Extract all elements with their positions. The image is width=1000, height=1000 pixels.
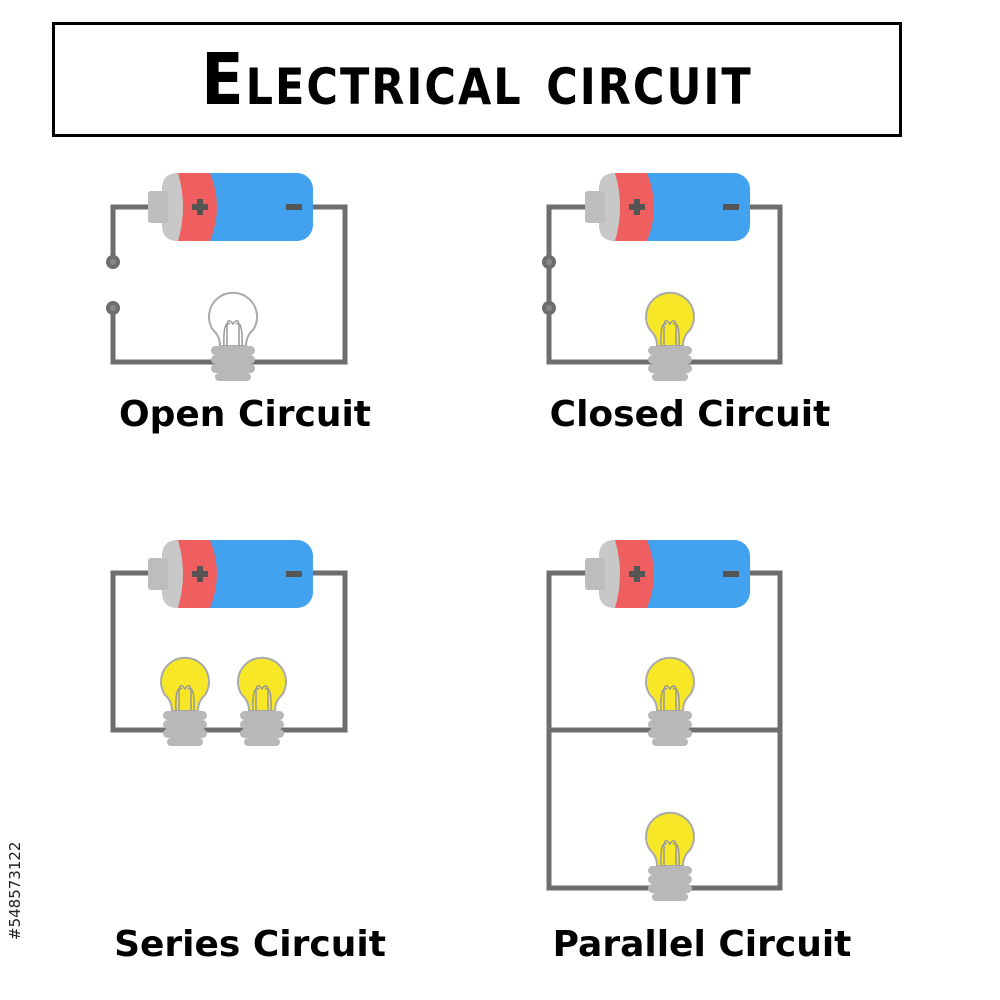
lit-bulb-icon xyxy=(237,656,287,746)
lit-bulb-icon xyxy=(645,656,695,746)
wire-open-circuit xyxy=(110,204,348,365)
switch-terminal-center xyxy=(110,305,116,311)
bulb-base xyxy=(648,866,692,901)
bulb-base xyxy=(648,346,692,381)
label-closed-circuit: Closed Circuit xyxy=(549,394,831,435)
label-parallel-circuit: Parallel Circuit xyxy=(552,924,852,965)
bulb-filament xyxy=(175,685,195,712)
bulb-filament xyxy=(660,685,680,712)
switch-terminal-center xyxy=(110,259,116,265)
switch-terminal-center xyxy=(546,259,552,265)
bulb-base xyxy=(211,346,255,381)
title-box: Electrical circuit xyxy=(52,22,902,137)
bulb-filament xyxy=(223,320,243,347)
lit-bulb-icon xyxy=(645,291,695,381)
label-open-circuit: Open Circuit xyxy=(119,394,371,435)
lit-bulb-icon xyxy=(645,811,695,901)
label-series-circuit: Series Circuit xyxy=(114,924,386,965)
battery-icon xyxy=(585,540,750,608)
bulb-base xyxy=(648,711,692,746)
unlit-bulb-icon xyxy=(208,291,258,381)
title: Electrical circuit xyxy=(201,37,753,122)
bulb-glass xyxy=(645,656,695,712)
bulb-filament xyxy=(660,320,680,347)
battery-icon xyxy=(148,173,313,241)
bulb-filament xyxy=(252,685,272,712)
bulb-glass xyxy=(645,811,695,867)
battery-icon xyxy=(585,173,750,241)
bulb-base xyxy=(240,711,284,746)
wire-series-circuit xyxy=(110,570,348,733)
bulb-base xyxy=(163,711,207,746)
switch-terminal-center xyxy=(546,305,552,311)
bulb-glass xyxy=(645,291,695,347)
bulb-glass xyxy=(208,291,258,347)
bulb-filament xyxy=(660,840,680,867)
battery-icon xyxy=(148,540,313,608)
bulb-glass xyxy=(237,656,287,712)
watermark-id: #548573122 xyxy=(6,841,24,940)
bulb-glass xyxy=(160,656,210,712)
lit-bulb-icon xyxy=(160,656,210,746)
